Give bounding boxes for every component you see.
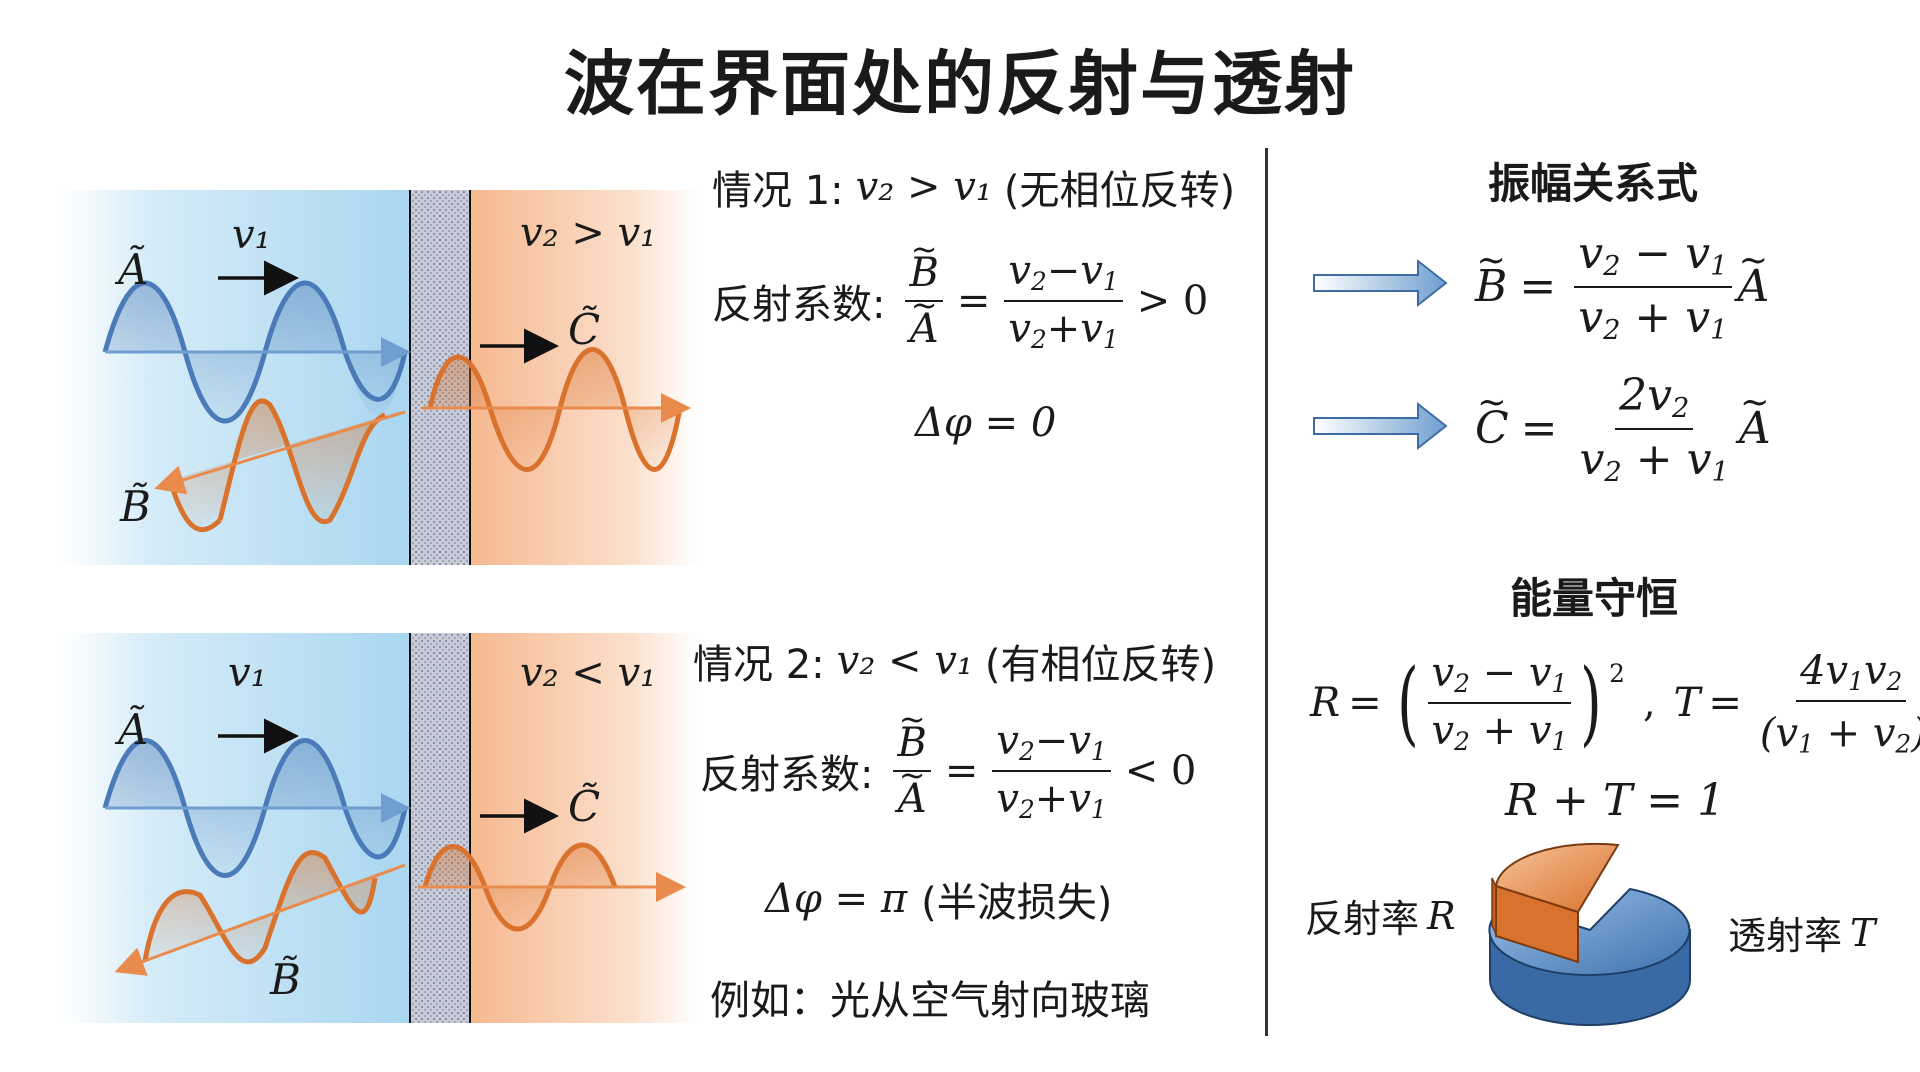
case1-phase: Δφ = 0 [915, 400, 1057, 446]
transmittance-symbol: T [1850, 910, 1876, 955]
reflectance-label-text: 反射率 [1305, 897, 1420, 941]
reflectance-symbol: R [1427, 893, 1456, 938]
case2-reflection-coefficient: 反射系数: BA = v2−v1v2+v1 < 0 [700, 718, 1196, 824]
case1-diagram [60, 190, 700, 565]
energy-heading: 能量守恒 [1510, 574, 1679, 623]
pie-slice-transmit [1488, 887, 1691, 1026]
arrow-to-C-formula [1313, 401, 1448, 451]
column-divider [1265, 148, 1268, 1036]
case2-heading-note: (有相位反转) [984, 642, 1217, 688]
case2-phase: Δφ = π (半波损失) [765, 870, 1112, 928]
energy-sum: R + T = 1 [1505, 775, 1726, 826]
case2-B-label: B̃ [270, 955, 301, 1004]
case2-heading-condition: v₂ < v₁ [836, 638, 973, 684]
B-formula: B= v2 − v1v2 + v1 A [1475, 228, 1769, 346]
case1-v1-label: v₁ [232, 212, 271, 258]
case2-coef-label: 反射系数: [700, 752, 874, 799]
case2-diagram [60, 633, 700, 1023]
pie-slice-reflect [1491, 842, 1620, 964]
case2-heading: 情况 2: v₂ < v₁ (有相位反转) [693, 632, 1216, 690]
case2-cond-label: v₂ < v₁ [520, 650, 657, 696]
case2-A-label: Ã [118, 705, 149, 754]
transmittance-label: 透射率 T [1728, 905, 1875, 960]
case1-heading-note: (无相位反转) [1003, 168, 1236, 214]
amplitude-heading: 振幅关系式 [1488, 159, 1699, 208]
case1-heading-label: 情况 1: [712, 168, 844, 214]
case2-v1-label: v₁ [228, 650, 267, 696]
transmittance-label-text: 透射率 [1728, 914, 1843, 958]
case2-phase-value: Δφ = π [765, 876, 908, 922]
case1-heading-condition: v₂ > v₁ [855, 164, 992, 210]
case1-cond-label: v₂ > v₁ [520, 210, 657, 256]
case1-B-label: B̃ [120, 482, 151, 531]
case2-C-label: C̃ [568, 782, 601, 831]
case2-phase-note: (半波损失) [921, 880, 1113, 926]
arrow-to-B-formula [1313, 258, 1448, 308]
case1-reflection-coefficient: 反射系数: BA = v2−v1v2+v1 > 0 [712, 248, 1208, 354]
case1-A-label: Ã [118, 245, 149, 294]
case2-heading-label: 情况 2: [693, 642, 825, 688]
energy-pie-chart [1488, 842, 1691, 1026]
case1-coef-label: 反射系数: [712, 282, 886, 329]
page-title: 波在界面处的反射与透射 [564, 43, 1356, 125]
case1-heading: 情况 1: v₂ > v₁ (无相位反转) [712, 158, 1235, 216]
case2-example: 例如：光从空气射向玻璃 [710, 978, 1150, 1024]
reflectance-label: 反射率 R [1305, 888, 1456, 943]
case1-C-label: C̃ [568, 305, 601, 354]
